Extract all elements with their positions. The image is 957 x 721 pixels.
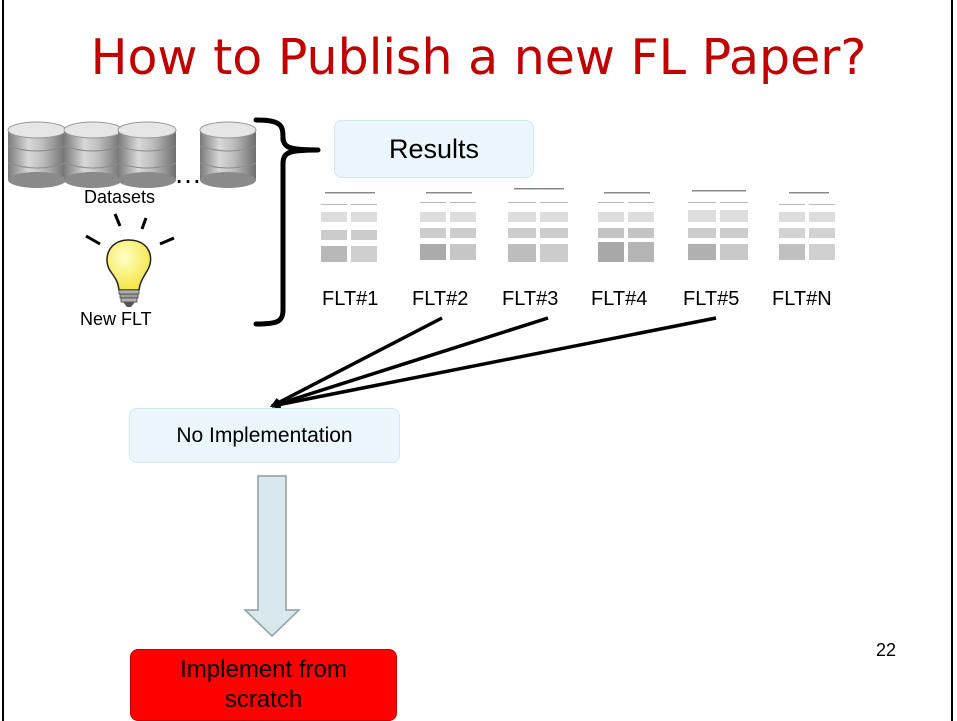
results-label: Results	[388, 133, 480, 164]
paper-label-flt3: FLT#3	[502, 288, 559, 310]
down-arrow	[243, 475, 301, 638]
paper-label-flt2: FLT#2	[412, 288, 469, 310]
slide-border-left	[2, 0, 4, 721]
paper-thumbnail	[321, 192, 377, 262]
paper-label-flt5: FLT#5	[683, 288, 740, 310]
implement-from-scratch-label: Implement from scratch	[180, 656, 347, 713]
paper-label-fltn: FLT#N	[772, 288, 832, 310]
results-box: Results	[334, 120, 534, 178]
slide-border-right	[951, 0, 953, 721]
lightbulb-icon	[85, 213, 175, 307]
paper-thumbnail	[779, 192, 835, 260]
arrow-flt2	[270, 316, 443, 408]
page-number: 22	[876, 640, 897, 660]
paper-thumbnail	[598, 192, 654, 262]
slide-title: How to Publish a new FL Paper?	[90, 29, 867, 86]
paper-thumbnail	[508, 188, 568, 262]
datasets-label: Datasets	[84, 187, 156, 207]
paper-thumbnail	[688, 190, 748, 260]
curly-brace	[253, 117, 321, 327]
database-icon	[117, 121, 177, 188]
no-implementation-box: No Implementation	[129, 408, 400, 463]
new-flt-label: New FLT	[80, 309, 152, 329]
implement-from-scratch-box: Implement from scratch	[130, 649, 397, 721]
arrow-flt5	[270, 316, 717, 410]
paper-label-flt1: FLT#1	[322, 288, 379, 310]
database-icon	[63, 121, 123, 188]
datasets-ellipsis: …	[174, 158, 202, 189]
paper-label-flt4: FLT#4	[591, 288, 648, 310]
no-implementation-label: No Implementation	[176, 423, 353, 447]
database-icon	[7, 121, 67, 188]
arrow-flt3	[270, 316, 549, 409]
paper-thumbnail	[420, 192, 476, 260]
database-icon	[199, 121, 257, 188]
